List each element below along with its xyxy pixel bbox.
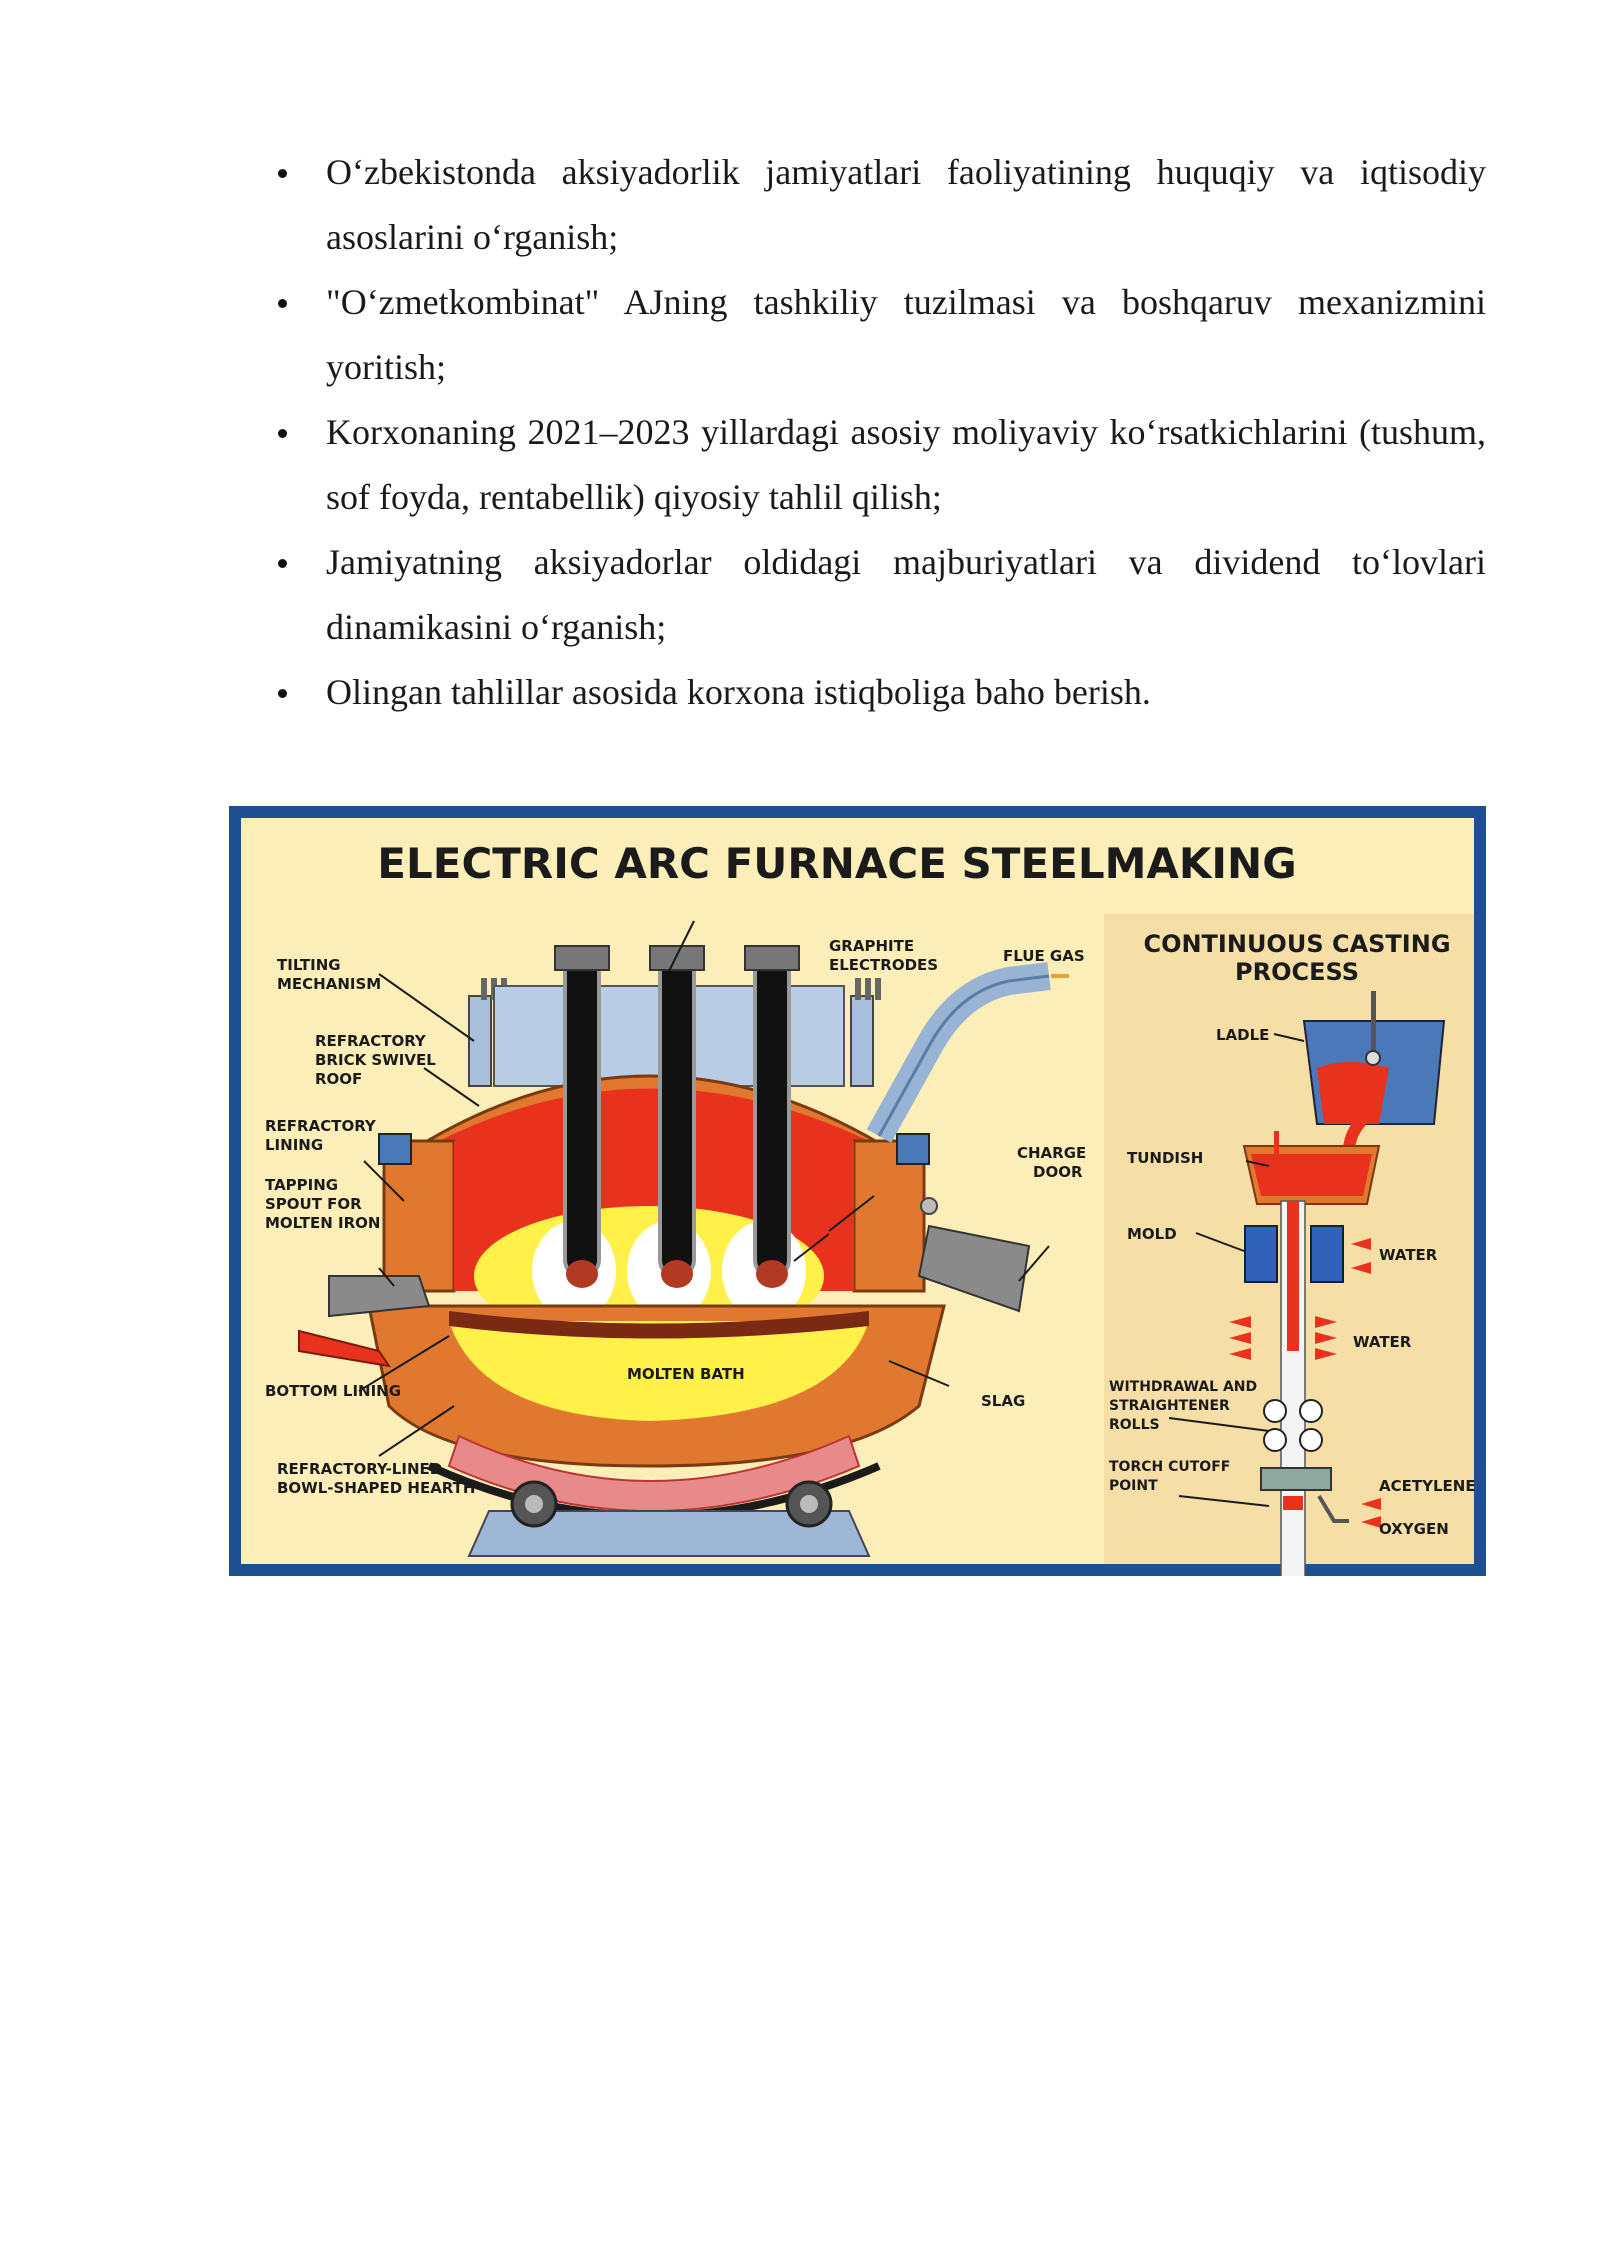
label-graphite: ELECTRODES (829, 956, 938, 974)
label-charge: CHARGE (1017, 1144, 1086, 1162)
label-torch: POINT (1109, 1478, 1158, 1494)
list-item: O‘zbekistonda aksiyadorlik jamiyatlari f… (270, 140, 1486, 270)
label-roof: ROOF (315, 1070, 362, 1088)
list-item-text: O‘zbekistonda aksiyadorlik jamiyatlari f… (326, 152, 1486, 257)
torch-cutoff (1260, 1467, 1332, 1491)
label-molten-bath: MOLTEN BATH (627, 1365, 745, 1383)
label-mold: MOLD (1127, 1225, 1177, 1243)
bullet-icon (278, 169, 287, 178)
rocker-base (467, 1510, 871, 1557)
list-item-text: Korxonaning 2021–2023 yillardagi asosiy … (326, 412, 1486, 517)
slag-layer (449, 1311, 869, 1339)
casting-leader-lines (1168, 1033, 1305, 1507)
label-slag: SLAG (981, 1392, 1025, 1410)
label-lining: REFRACTORY (265, 1117, 377, 1135)
roll-icon (1263, 1399, 1287, 1423)
bullet-icon (278, 429, 287, 438)
label-tapping: TAPPING (265, 1176, 338, 1194)
bullet-icon (278, 689, 287, 698)
label-oxygen: OXYGEN (1379, 1520, 1449, 1538)
tilting-mechanism (468, 995, 492, 1087)
mold (1244, 1225, 1278, 1283)
eaf-illustration: ELECTRIC ARC FURNACE STEELMAKING (229, 806, 1486, 1576)
label-charge: DOOR (1033, 1163, 1083, 1181)
label-tapping: MOLTEN IRON (265, 1214, 380, 1232)
label-acetylene: ACETYLENE (1379, 1477, 1476, 1495)
label-lining: LINING (265, 1136, 323, 1154)
list-item-text: Jamiyatning aksiyadorlar oldidagi majbur… (326, 542, 1486, 647)
casting-title: CONTINUOUS CASTING (1143, 930, 1450, 958)
label-withdrawal: WITHDRAWAL AND (1109, 1379, 1257, 1395)
eaf-diagram: ELECTRIC ARC FURNACE STEELMAKING (229, 806, 1486, 1576)
figure-title: ELECTRIC ARC FURNACE STEELMAKING (377, 839, 1296, 888)
casting-title: PROCESS (1235, 958, 1359, 986)
casting-process (1229, 991, 1446, 1576)
list-item: Olingan tahlillar asosida korxona istiqb… (270, 660, 1486, 725)
casting-labels: LADLE TUNDISH MOLD WATER WATER WITHDRAWA… (1109, 1026, 1476, 1538)
leader-lines (358, 920, 1050, 1457)
label-hearth: REFRACTORY-LINED (277, 1460, 442, 1478)
graphite-electrodes (554, 945, 800, 1288)
label-bottom-lining: BOTTOM LINING (265, 1382, 401, 1400)
label-ladle: LADLE (1216, 1026, 1269, 1044)
label-water: WATER (1379, 1246, 1438, 1264)
label-graphite: GRAPHITE (829, 937, 914, 955)
molten-bath (449, 1321, 869, 1421)
objectives-list: O‘zbekistonda aksiyadorlik jamiyatlari f… (270, 140, 1486, 725)
label-torch: TORCH CUTOFF (1109, 1459, 1230, 1475)
label-water: WATER (1353, 1333, 1412, 1351)
label-tundish: TUNDISH (1127, 1149, 1203, 1167)
label-withdrawal: STRAIGHTENER (1109, 1398, 1230, 1414)
list-item: Jamiyatning aksiyadorlar oldidagi majbur… (270, 530, 1486, 660)
furnace (298, 945, 1069, 1557)
label-hearth: BOWL-SHAPED HEARTH (277, 1479, 475, 1497)
refractory-lining-left (382, 1139, 456, 1293)
label-tilting: TILTING (277, 956, 341, 974)
label-flue-gas: FLUE GAS (1003, 947, 1085, 965)
refractory-lining-right (852, 1139, 926, 1293)
label-tilting: MECHANISM (277, 975, 381, 993)
list-item: Korxonaning 2021–2023 yillardagi asosiy … (270, 400, 1486, 530)
label-roof: REFRACTORY (315, 1032, 427, 1050)
label-tapping: SPOUT FOR (265, 1195, 362, 1213)
list-item-text: "O‘zmetkombinat" AJning tashkiliy tuzilm… (326, 282, 1486, 387)
bullet-icon (278, 299, 287, 308)
label-withdrawal: ROLLS (1109, 1417, 1160, 1433)
charge-door (917, 1224, 1031, 1313)
list-item-text: Olingan tahlillar asosida korxona istiqb… (326, 672, 1151, 712)
tapping-spout (328, 1275, 431, 1318)
list-item: "O‘zmetkombinat" AJning tashkiliy tuzilm… (270, 270, 1486, 400)
water-spray-icons (1229, 1238, 1371, 1360)
furnace-labels: TILTING MECHANISM REFRACTORY BRICK SWIVE… (265, 937, 1086, 1497)
bullet-icon (278, 559, 287, 568)
label-roof: BRICK SWIVEL (315, 1051, 436, 1069)
